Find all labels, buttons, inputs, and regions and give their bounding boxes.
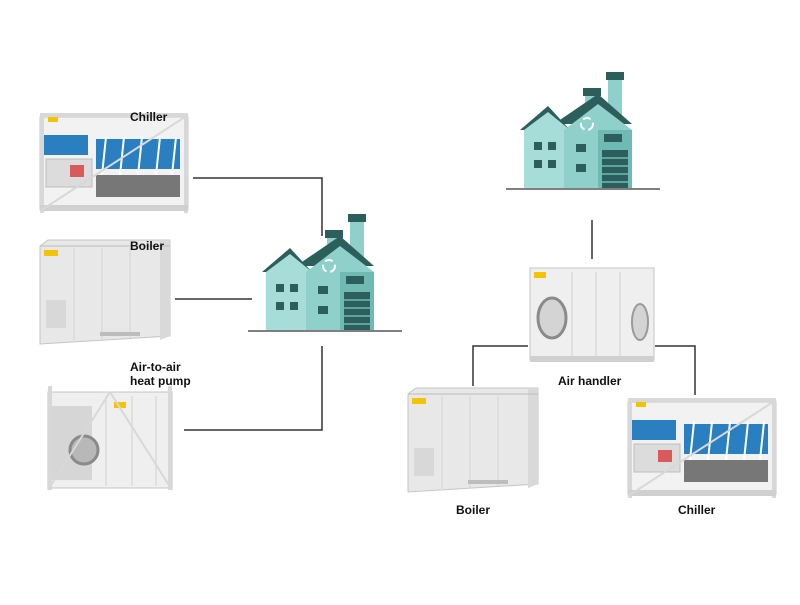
chiller-label-left: Chiller xyxy=(130,110,168,124)
heat-pump-unit xyxy=(46,384,174,492)
heat-pump-label-line2: heat pump xyxy=(130,374,191,388)
connector-air-handler-chiller xyxy=(655,345,696,395)
factory-icon-left xyxy=(247,213,403,332)
boiler-unit-right xyxy=(407,387,539,493)
chiller-unit-right xyxy=(627,397,777,499)
boiler-label-right: Boiler xyxy=(456,503,491,517)
connector-chiller-left xyxy=(193,177,323,236)
chiller-label-right: Chiller xyxy=(678,503,716,517)
connector-heat-pump xyxy=(184,346,323,431)
factory-icon-right xyxy=(505,71,661,190)
air-handler-unit xyxy=(528,266,656,364)
boiler-label-left: Boiler xyxy=(130,239,165,253)
chiller-unit-left xyxy=(39,112,189,214)
boiler-unit-left xyxy=(39,239,171,345)
connector-lines xyxy=(175,177,696,431)
heat-pump-label: Air-to-air heat pump xyxy=(130,360,210,388)
air-handler-label: Air handler xyxy=(558,374,622,388)
connector-air-handler-boiler xyxy=(472,345,528,386)
heat-pump-label-line1: Air-to-air xyxy=(130,360,181,374)
